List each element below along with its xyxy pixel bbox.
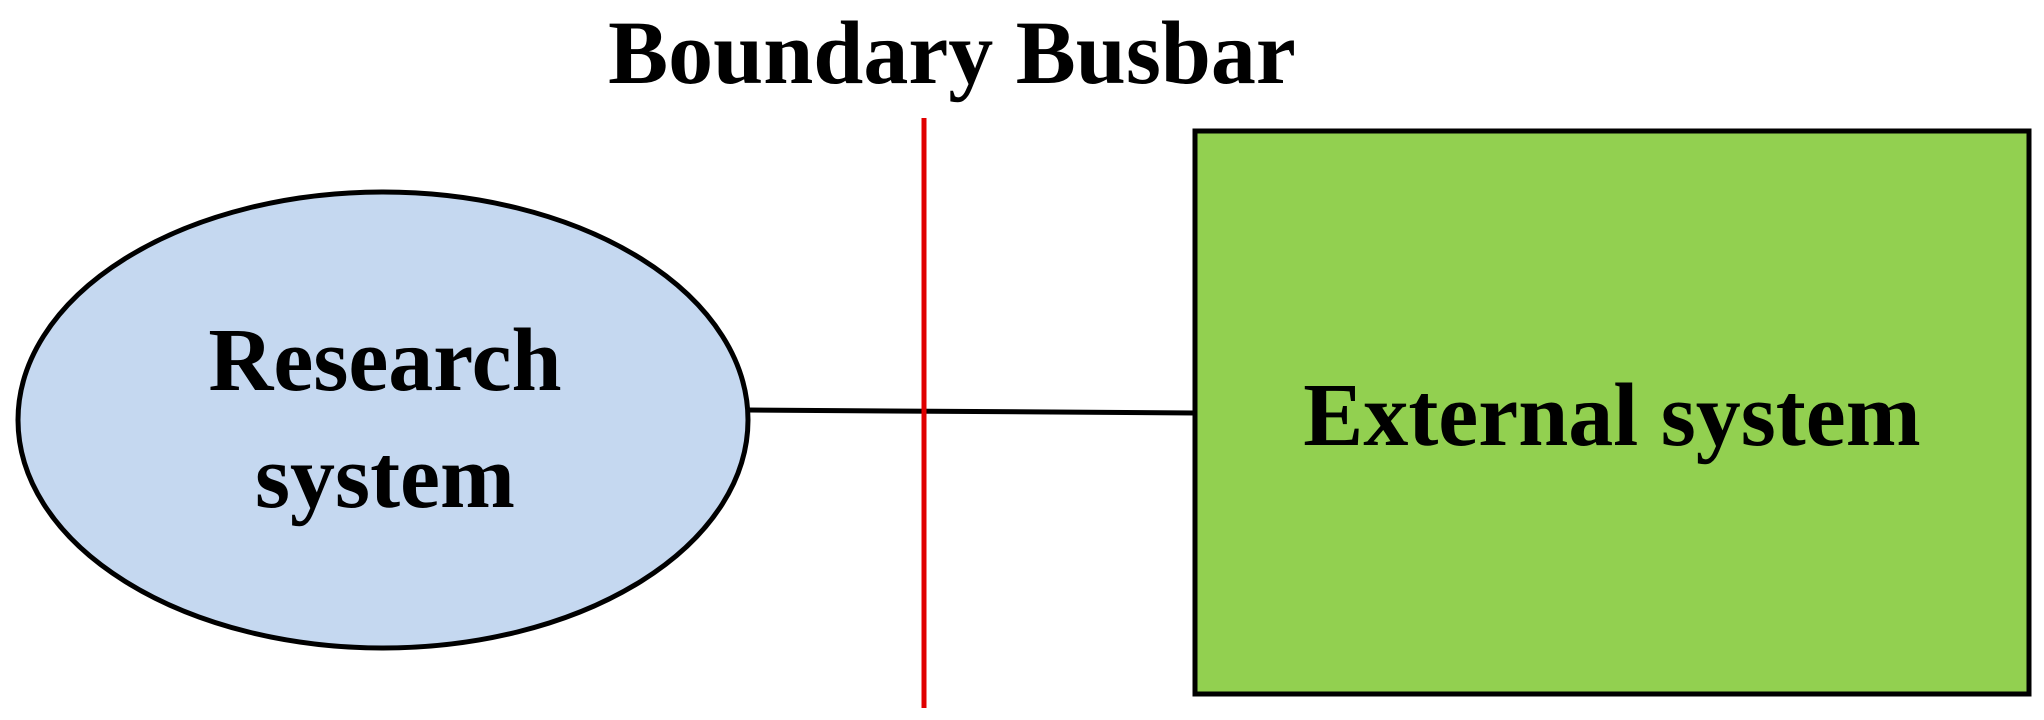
- external-system-node: [1192, 128, 2032, 697]
- external-system-label: External system: [1303, 366, 1920, 465]
- connection-line: [747, 407, 1196, 416]
- research-system-node: [15, 189, 751, 651]
- diagram-title: Boundary Busbar: [608, 4, 1296, 103]
- research-system-label-line1: Research: [208, 311, 561, 410]
- research-system-label-line2: system: [255, 428, 515, 527]
